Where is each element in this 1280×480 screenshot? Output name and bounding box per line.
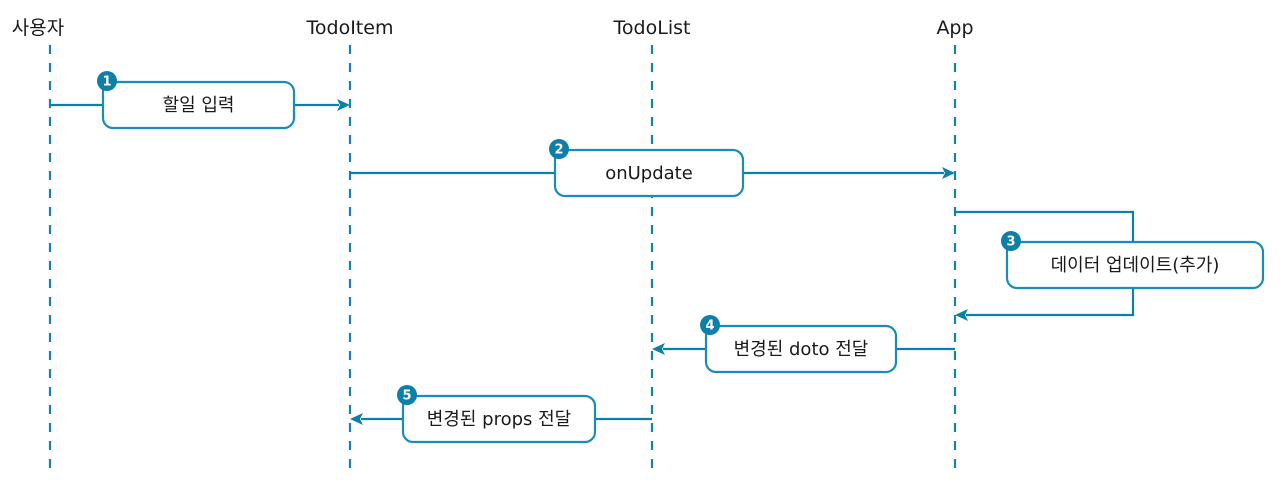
step-badge-1 [97,71,117,91]
message-3[interactable]: 데이터 업데이트(추가) 3 [955,210,1265,321]
message-4[interactable]: 변경된 doto 전달 4 [652,315,955,374]
message-box-5[interactable] [401,394,597,444]
message-box-4[interactable] [704,324,898,374]
step-badge-4 [700,315,720,335]
step-badge-2 [549,139,569,159]
message-label-1: 할일 입력 [163,95,235,116]
step-badge-5 [397,385,417,405]
lifeline-todolist: TodoList [613,17,691,474]
message-box-3[interactable] [1005,240,1265,290]
lifeline-label-app: App [936,17,973,39]
message-arrow-5 [350,413,363,425]
message-box-2[interactable] [553,148,745,198]
message-arrow-4 [652,343,665,355]
message-label-3: 데이터 업데이트(추가) [1051,255,1220,276]
step-badge-3 [1001,231,1021,251]
messages-layer: 할일 입력 1 onUpdate 2 데이터 업데이트(추가) 3 변경된 doto 전달 4… [50,71,1265,444]
lifeline-app: App [936,17,974,474]
lifeline-user: 사용자 [12,17,64,474]
message-5[interactable]: 변경된 props 전달 5 [350,385,652,444]
lifelines-layer: 사용자 TodoItem TodoList App [12,17,974,474]
message-arrow-1 [337,99,350,111]
message-box-1[interactable] [101,80,296,130]
lifeline-todoitem: TodoItem [306,17,394,474]
step-badge-number-3: 3 [1006,235,1015,250]
lifeline-label-todoitem: TodoItem [306,17,394,39]
message-label-2: onUpdate [605,163,693,184]
step-badge-number-5: 5 [402,389,411,404]
message-label-5: 변경된 props 전달 [427,409,572,430]
lifeline-label-user: 사용자 [12,17,64,39]
step-badge-number-4: 4 [705,319,714,334]
message-arrow-2 [942,167,955,179]
lifeline-label-todolist: TodoList [613,17,691,39]
message-2[interactable]: onUpdate 2 [350,139,955,198]
message-arrow-3 [955,309,968,321]
step-badge-number-2: 2 [554,143,563,158]
step-badge-number-1: 1 [102,75,111,90]
message-label-4: 변경된 doto 전달 [734,339,869,360]
message-1[interactable]: 할일 입력 1 [50,71,350,130]
